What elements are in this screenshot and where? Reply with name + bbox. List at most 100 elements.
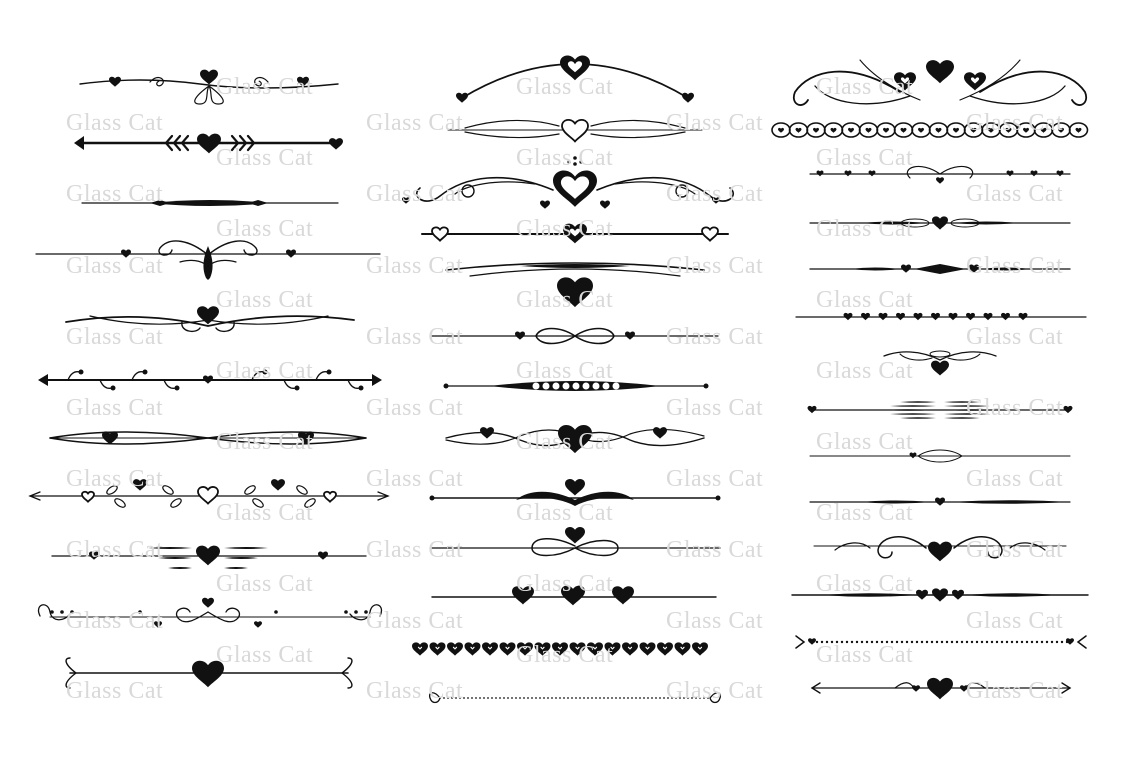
dot: [675, 697, 677, 699]
dot: [840, 640, 844, 644]
dot: [326, 369, 332, 375]
tapered-bar: [900, 401, 936, 403]
dot: [571, 697, 573, 699]
heart: [865, 127, 872, 133]
heart: [931, 312, 940, 321]
outline-heart: [661, 644, 669, 653]
flourish: [172, 134, 182, 152]
flourish: [969, 85, 1066, 105]
dot: [527, 697, 529, 699]
flourish: [207, 607, 241, 623]
flourish: [28, 491, 41, 501]
dot: [60, 610, 64, 614]
heart: [970, 127, 977, 133]
flourish: [210, 259, 237, 265]
flourish: [164, 134, 174, 152]
dot: [915, 640, 919, 644]
dot: [595, 697, 597, 699]
divider-tiny-hearts-swirl: [809, 165, 1071, 184]
heart: [813, 127, 819, 133]
dot: [575, 697, 577, 699]
heart: [89, 551, 99, 560]
heart: [843, 312, 853, 321]
divider-wave-big-heart: [445, 425, 705, 454]
heart: [1063, 405, 1073, 414]
flourish: [315, 371, 329, 381]
heart: [612, 586, 634, 605]
tapered-bar: [900, 417, 936, 419]
heart: [682, 92, 694, 103]
heart: [1075, 127, 1082, 133]
dot: [447, 697, 449, 699]
heart: [557, 277, 593, 308]
diamond: [150, 200, 170, 206]
dot: [1045, 640, 1049, 644]
heart: [1056, 170, 1064, 177]
dot: [487, 697, 489, 699]
heart: [830, 127, 837, 133]
dot: [539, 697, 541, 699]
divider-arrow-heart: [74, 133, 343, 154]
divider-wave-heart: [65, 306, 355, 333]
flourish: [596, 176, 734, 202]
flourish: [834, 542, 871, 551]
outline-heart: [559, 174, 591, 202]
heart: [109, 76, 121, 87]
flourish: [347, 379, 361, 389]
heart: [318, 551, 328, 560]
heart: [935, 127, 942, 133]
flourish: [959, 59, 1021, 101]
outline-heart: [561, 118, 589, 143]
dot: [1060, 640, 1064, 644]
tapered-bar: [890, 405, 936, 407]
flourish: [859, 59, 921, 101]
tapered-bar: [860, 221, 928, 225]
dot: [294, 385, 300, 391]
heart: [298, 431, 314, 445]
dot: [603, 697, 605, 699]
dot: [535, 697, 537, 699]
dot: [619, 697, 621, 699]
dot: [519, 697, 521, 699]
dot: [551, 697, 553, 699]
flourish: [795, 635, 806, 649]
dot: [523, 697, 525, 699]
dot: [715, 495, 721, 501]
dot: [531, 697, 533, 699]
dot: [995, 640, 999, 644]
flourish: [207, 240, 258, 256]
heart: [969, 264, 979, 273]
dot: [955, 640, 959, 644]
heart: [515, 331, 525, 340]
dot: [573, 156, 577, 160]
outline-heart: [538, 644, 547, 653]
dot: [50, 610, 54, 614]
divider-baroque-hearts: [792, 59, 1088, 106]
heart: [540, 200, 550, 209]
outline-heart: [416, 644, 424, 653]
tapered-bar: [224, 547, 268, 549]
tapered-bar: [944, 405, 990, 407]
flourish: [179, 259, 206, 265]
heart: [203, 375, 213, 384]
dot: [647, 697, 649, 699]
dot: [707, 697, 709, 699]
heart: [816, 170, 824, 177]
dot: [515, 697, 517, 699]
dot: [547, 697, 549, 699]
outline-heart: [643, 644, 652, 653]
flourish: [709, 692, 722, 704]
heart: [480, 427, 494, 439]
outline-heart: [503, 644, 512, 653]
outline-heart: [566, 59, 584, 75]
heart: [927, 677, 953, 700]
dot: [687, 697, 689, 699]
dot: [491, 697, 493, 699]
dot: [631, 697, 633, 699]
dot: [865, 640, 869, 644]
dot: [691, 697, 693, 699]
dot: [555, 697, 557, 699]
heart: [197, 306, 219, 325]
flourish: [792, 70, 901, 106]
flourish: [341, 657, 353, 689]
